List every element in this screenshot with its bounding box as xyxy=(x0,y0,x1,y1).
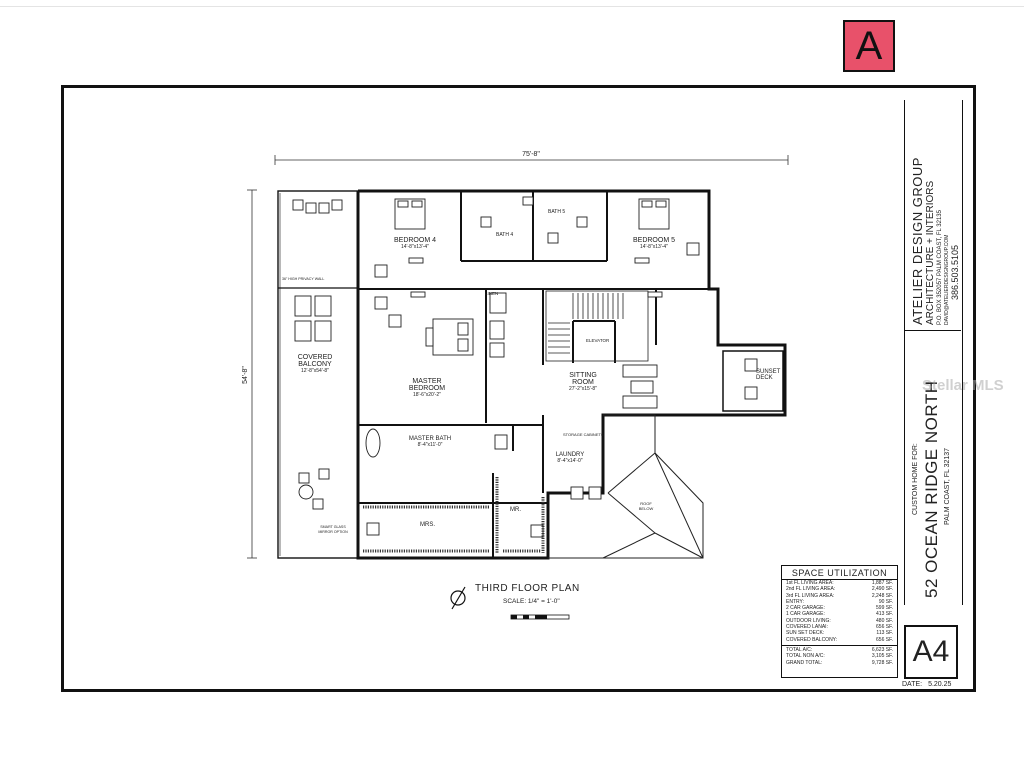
space-row-label: SUN SET DECK: xyxy=(786,630,825,637)
sheet-number: A4 xyxy=(904,625,958,679)
space-row-label: TOTAL A/C: xyxy=(786,646,813,653)
space-utilization-rows: 1st FL LIVING AREA:1,887 SF.2nd FL LIVIN… xyxy=(782,580,897,643)
dimension-lines xyxy=(247,155,789,559)
space-row-value: 656 SF. xyxy=(876,624,893,631)
firm-address: P.O. BOX 352057 PALM COAST, FL 32135 xyxy=(937,210,943,325)
scale-bar xyxy=(510,614,570,620)
space-row-label: GRAND TOTAL: xyxy=(786,659,823,666)
space-utilization-heading: SPACE UTILIZATION xyxy=(782,566,897,580)
project-name: 52 OCEAN RIDGE NORTH xyxy=(922,380,941,598)
space-row: 2nd FL LIVING AREA: 2,490 SF. xyxy=(782,586,897,592)
space-row-value: 1,887 SF. xyxy=(871,580,893,586)
space-row: 2 CAR GARAGE: 599 SF. xyxy=(782,605,897,611)
space-row-value: 480 SF. xyxy=(876,617,893,624)
top-edge-line xyxy=(0,6,1024,7)
roof-below xyxy=(548,414,704,559)
space-row: 3rd FL LIVING AREA: 2,248 SF. xyxy=(782,593,897,599)
space-row-value: 6,623 SF. xyxy=(871,646,893,653)
sunset-deck-outline xyxy=(722,350,784,412)
space-row: TOTAL A/C: 6,623 SF. xyxy=(782,647,897,653)
floor-plan-drawing: 75'-8" 54'-8" xyxy=(242,151,789,620)
space-row-label: OUTDOOR LIVING: xyxy=(786,617,831,624)
space-row: COVERED LANAI: 656 SF. xyxy=(782,624,897,630)
space-row: 1 CAR GARAGE: 413 SF. xyxy=(782,611,897,617)
space-row: ENTRY: 90 SF. xyxy=(782,599,897,605)
space-utilization-totals: TOTAL A/C: 6,623 SF. TOTAL NON A/C: 3,105 S… xyxy=(782,644,897,666)
space-row-label: 2 CAR GARAGE: xyxy=(786,605,825,612)
space-row-label: 1 CAR GARAGE: xyxy=(786,611,825,618)
space-row-label: 3rd FL LIVING AREA: xyxy=(786,592,835,599)
north-arrow-icon xyxy=(450,586,466,610)
drawing-sheet: 75'-8" 54'-8" xyxy=(61,85,976,692)
space-utilization-table: SPACE UTILIZATION 1st FL LIVING AREA: 1,8… xyxy=(781,565,898,678)
firm-logo: A xyxy=(843,20,895,72)
space-row: GRAND TOTAL: 9,728 SF. xyxy=(782,660,897,666)
space-row-value: 3,105 SF. xyxy=(871,653,893,660)
space-row-value: 113 SF. xyxy=(876,630,893,637)
exterior-walls xyxy=(356,189,787,560)
space-row-value: 656 SF. xyxy=(876,636,893,643)
space-row: COVERED BALCONY: 656 SF. xyxy=(782,637,897,643)
watermark: Stellar MLS xyxy=(922,377,1004,394)
space-row-label: TOTAL NON A/C: xyxy=(786,653,825,660)
custom-home-for: CUSTOM HOME FOR: xyxy=(912,443,919,515)
stair xyxy=(545,290,649,362)
firm-phone: 386.503.5105 xyxy=(950,244,960,300)
firm-name: ATELIER DESIGN GROUP xyxy=(910,157,925,325)
drawing-date: DATE: 5.20.25 xyxy=(902,681,952,688)
space-row-value: 2,248 SF. xyxy=(871,592,893,599)
space-row: OUTDOOR LIVING: 480 SF. xyxy=(782,618,897,624)
title-block-frame xyxy=(904,100,963,605)
space-row-value: 9,728 SF. xyxy=(871,659,893,666)
space-row-value: 90 SF. xyxy=(878,598,893,605)
overall-width-dim: 75'-8" xyxy=(522,151,540,158)
space-row-label: 2nd FL LIVING AREA: xyxy=(786,586,836,593)
firm-subtitle: ARCHITECTURE + INTERIORS xyxy=(925,180,936,325)
space-row-value: 413 SF. xyxy=(876,611,893,618)
space-row-label: COVERED BALCONY: xyxy=(786,636,838,643)
title-divider-1 xyxy=(904,330,961,331)
space-row: 1st FL LIVING AREA: 1,887 SF. xyxy=(782,580,897,586)
furniture xyxy=(292,196,758,538)
space-row-label: 1st FL LIVING AREA: xyxy=(786,580,834,586)
overall-depth-dim: 54'-8" xyxy=(242,366,249,384)
space-row-value: 599 SF. xyxy=(876,605,893,612)
space-row: TOTAL NON A/C: 3,105 SF. xyxy=(782,653,897,659)
interior-walls xyxy=(358,191,709,558)
space-row-label: ENTRY: xyxy=(786,598,804,605)
space-row-label: COVERED LANAI: xyxy=(786,624,828,631)
space-row-value: 2,490 SF. xyxy=(871,586,893,593)
closet-rods xyxy=(363,477,545,553)
space-row: SUN SET DECK: 113 SF. xyxy=(782,630,897,636)
project-city: PALM COAST, FL 32137 xyxy=(944,447,951,525)
